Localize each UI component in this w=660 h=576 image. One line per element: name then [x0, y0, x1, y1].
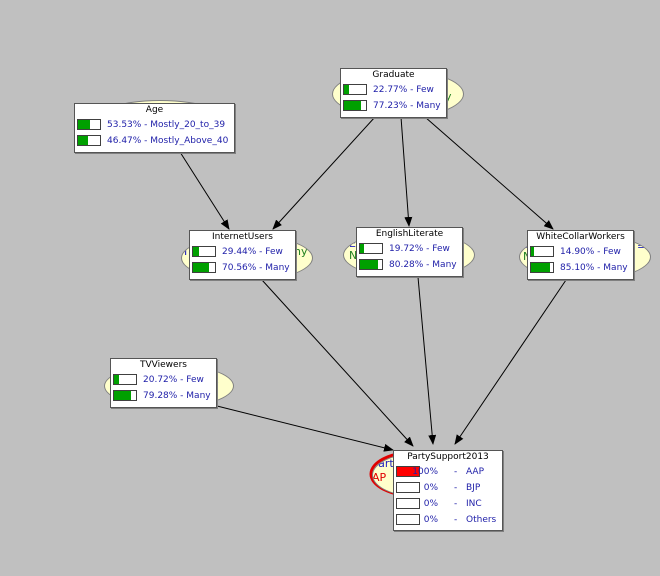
edge-graduate-white [424, 116, 554, 230]
probability-bar [396, 482, 420, 493]
probability-bar [192, 262, 216, 273]
probability-bar-fill [193, 247, 200, 256]
probability-bar [396, 498, 420, 509]
internet-state-few[interactable]: 29.44% - Few [190, 244, 295, 260]
probability-bar-fill [360, 244, 365, 253]
probability-bar-fill [531, 247, 535, 256]
age-state-mostly-20-to-39[interactable]: 53.53% - Mostly_20_to_39 [75, 117, 234, 133]
age-state-mostly-above-40[interactable]: 46.47% - Mostly_Above_40 [75, 133, 234, 149]
english-state-many[interactable]: 80.28% - Many [357, 257, 462, 273]
edge-internet-party [261, 279, 414, 447]
probability-bar [530, 262, 554, 273]
edge-english-party [417, 276, 437, 445]
probability-bar [77, 119, 101, 130]
probability-bar-fill [397, 467, 419, 476]
probability-bar-fill [344, 85, 349, 94]
probability-bar [396, 514, 420, 525]
white-state-few[interactable]: 14.90% - Few [528, 244, 633, 260]
probability-bar-fill [360, 260, 378, 269]
party-state-others[interactable]: 0% - Others [394, 512, 502, 528]
node-tv-title: TVViewers [140, 360, 187, 370]
node-graduate-title: Graduate [372, 70, 415, 80]
node-english-literate[interactable]: EnglishLiterate 19.72% - Few 80.28% - Ma… [356, 227, 463, 277]
node-internet-title: InternetUsers [212, 232, 273, 242]
edge-tv-party [204, 402, 394, 452]
probability-bar [343, 84, 367, 95]
tv-state-few[interactable]: 20.72% - Few [111, 372, 216, 388]
probability-bar-fill [344, 101, 361, 110]
edge-graduate-internet [272, 116, 376, 230]
node-internet-users[interactable]: InternetUsers 29.44% - Few 70.56% - Many [189, 230, 296, 280]
probability-bar [530, 246, 554, 257]
node-white-collar-workers[interactable]: WhiteCollarWorkers 14.90% - Few 85.10% -… [527, 230, 634, 280]
probability-bar [113, 374, 137, 385]
party-state-aap[interactable]: 100% - AAP [394, 464, 502, 480]
graduate-state-few[interactable]: 22.77% - Few [341, 82, 446, 98]
edge-white-party [454, 279, 567, 445]
probability-bar-fill [114, 391, 132, 400]
probability-bar-fill [531, 263, 550, 272]
probability-bar-fill [193, 263, 209, 272]
node-tv-viewers[interactable]: TVViewers 20.72% - Few 79.28% - Many [110, 358, 217, 408]
node-age-title: Age [145, 105, 164, 115]
probability-bar [359, 259, 383, 270]
graduate-state-many[interactable]: 77.23% - Many [341, 98, 446, 114]
probability-bar [77, 135, 101, 146]
internet-state-many[interactable]: 70.56% - Many [190, 260, 295, 276]
probability-bar [396, 466, 420, 477]
node-white-title: WhiteCollarWorkers [536, 232, 625, 242]
node-party-title: PartySupport2013 [407, 452, 489, 462]
tv-state-many[interactable]: 79.28% - Many [111, 388, 216, 404]
probability-bar-fill [78, 136, 89, 145]
node-english-title: EnglishLiterate [375, 229, 444, 239]
probability-bar-fill [78, 120, 90, 129]
probability-bar [192, 246, 216, 257]
probability-bar [113, 390, 137, 401]
edge-graduate-english [400, 116, 413, 227]
party-state-bjp[interactable]: 0% - BJP [394, 480, 502, 496]
node-graduate[interactable]: Graduate 22.77% - Few 77.23% - Many [340, 68, 447, 118]
node-age[interactable]: Age 53.53% - Mostly_20_to_39 46.47% - Mo… [74, 103, 235, 153]
edge-age-internet [179, 151, 230, 230]
english-state-few[interactable]: 19.72% - Few [357, 241, 462, 257]
probability-bar [343, 100, 367, 111]
probability-bar [359, 243, 383, 254]
white-state-many[interactable]: 85.10% - Many [528, 260, 633, 276]
party-state-inc[interactable]: 0% - INC [394, 496, 502, 512]
node-party-support-2013[interactable]: PartySupport2013 100% - AAP 0% - BJP 0% … [393, 450, 503, 531]
probability-bar-fill [114, 375, 119, 384]
